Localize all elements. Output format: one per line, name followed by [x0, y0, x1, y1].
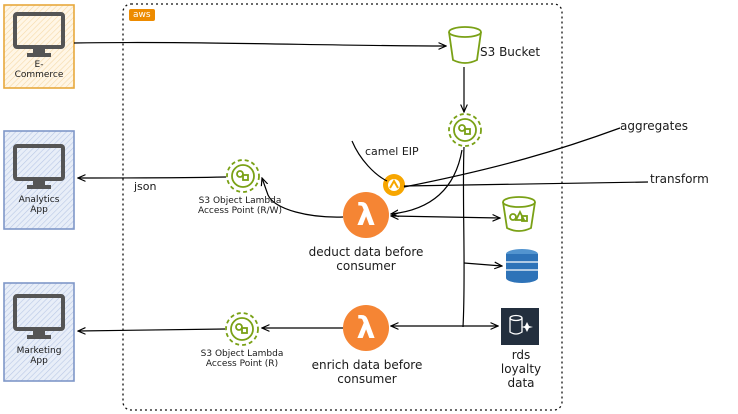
analytics-label: Analytics App	[18, 195, 60, 216]
deduct-to-s3-storage-arrow	[391, 216, 500, 218]
ecommerce-to-s3-arrow	[73, 41, 446, 46]
aws-cloud-boundary	[122, 3, 563, 411]
object-lambda-gear-icon[interactable]	[448, 113, 482, 147]
ap-rw-to-analytics-arrow	[78, 177, 227, 178]
camel-eip-icon[interactable]	[383, 174, 405, 196]
svg-text:λ: λ	[357, 311, 376, 346]
monitor-icon	[13, 12, 65, 57]
access-point-r-icon[interactable]	[225, 312, 259, 346]
ap-r-to-marketing-arrow	[78, 329, 226, 331]
svg-text:λ: λ	[357, 198, 376, 233]
access-point-r-label: S3 Object Lambda Access Point (R)	[200, 349, 284, 370]
trunk-to-dynamodb-arrow	[463, 263, 502, 266]
marketing-label: Marketing App	[16, 346, 62, 367]
connectors	[73, 41, 649, 331]
gear-trunk-line	[462, 146, 465, 328]
deduct-to-ap-rw-arrow	[262, 178, 344, 218]
dynamodb-icon[interactable]	[506, 249, 538, 283]
s3-storage-icon[interactable]	[502, 196, 536, 232]
aws-badge: aws	[129, 9, 155, 21]
gear-to-deduct-arrow	[391, 149, 463, 214]
lambda-enrich-icon[interactable]: λ	[343, 305, 389, 351]
rds-icon[interactable]	[501, 308, 539, 345]
rds-label: rds loyalty data	[500, 348, 542, 390]
transform-line	[403, 181, 649, 187]
monitor-icon	[13, 144, 65, 189]
ecommerce-label: E- Commerce	[14, 60, 64, 81]
lambda-deduct-label: deduct data before consumer	[308, 245, 424, 273]
access-point-rw-label: S3 Object Lambda Access Point (R/W)	[197, 196, 283, 217]
aggregates-label: aggregates	[620, 119, 688, 133]
aggregates-line	[403, 127, 621, 188]
s3-bucket-label: S3 Bucket	[480, 45, 541, 59]
monitor-icon	[13, 294, 65, 339]
camel-pointer-line	[351, 140, 388, 182]
json-label: json	[134, 180, 157, 193]
s3-bucket-icon[interactable]	[448, 26, 482, 64]
lambda-enrich-label: enrich data before consumer	[311, 358, 423, 386]
camel-eip-label: camel EIP	[365, 145, 419, 158]
access-point-rw-icon[interactable]	[226, 159, 260, 193]
lambda-deduct-icon[interactable]: λ	[343, 192, 389, 238]
transform-label: transform	[650, 172, 709, 186]
